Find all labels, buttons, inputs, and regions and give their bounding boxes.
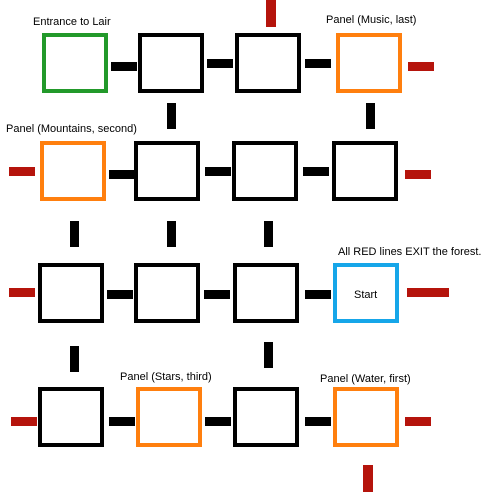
connector bbox=[70, 221, 79, 247]
connector bbox=[264, 342, 273, 368]
room-start bbox=[333, 263, 399, 323]
exit-line bbox=[405, 170, 431, 179]
room-panel-mountains bbox=[40, 141, 106, 201]
connector bbox=[109, 170, 135, 179]
room-r2c4 bbox=[332, 141, 398, 201]
room-panel-stars bbox=[136, 387, 202, 447]
connector bbox=[204, 290, 230, 299]
connector bbox=[111, 62, 137, 71]
exit-line bbox=[405, 417, 431, 426]
label-start: Start bbox=[354, 289, 378, 301]
room-r1c2 bbox=[138, 33, 204, 93]
connector bbox=[305, 417, 331, 426]
room-r3c2 bbox=[134, 263, 200, 323]
room-r4c3 bbox=[233, 387, 299, 447]
exit-line bbox=[9, 167, 35, 176]
exit-line bbox=[363, 465, 373, 492]
room-r3c1 bbox=[38, 263, 104, 323]
label-panel-music: Panel (Music, last) bbox=[326, 14, 417, 26]
room-panel-music bbox=[336, 33, 402, 93]
exit-line bbox=[11, 417, 37, 426]
connector bbox=[366, 103, 375, 129]
room-r2c2 bbox=[134, 141, 200, 201]
room-r1c3 bbox=[235, 33, 301, 93]
room-r4c1 bbox=[38, 387, 104, 447]
connector bbox=[264, 221, 273, 247]
room-panel-water bbox=[333, 387, 399, 447]
connector bbox=[167, 221, 176, 247]
exit-line bbox=[407, 288, 449, 297]
connector bbox=[303, 167, 329, 176]
exit-line bbox=[266, 0, 276, 27]
connector bbox=[305, 59, 331, 68]
connector bbox=[70, 346, 79, 372]
room-r3c3 bbox=[233, 263, 299, 323]
connector bbox=[109, 417, 135, 426]
exit-line bbox=[9, 288, 35, 297]
label-panel-water: Panel (Water, first) bbox=[320, 373, 411, 385]
label-entrance: Entrance to Lair bbox=[33, 16, 111, 28]
connector bbox=[167, 103, 176, 129]
label-panel-mountains: Panel (Mountains, second) bbox=[6, 123, 137, 135]
connector bbox=[207, 59, 233, 68]
exit-line bbox=[408, 62, 434, 71]
room-r2c3 bbox=[232, 141, 298, 201]
connector bbox=[305, 290, 331, 299]
room-entrance bbox=[42, 33, 108, 93]
connector bbox=[205, 167, 231, 176]
label-panel-stars: Panel (Stars, third) bbox=[120, 371, 212, 383]
connector bbox=[205, 417, 231, 426]
connector bbox=[107, 290, 133, 299]
label-exit-note: All RED lines EXIT the forest. bbox=[338, 246, 482, 258]
